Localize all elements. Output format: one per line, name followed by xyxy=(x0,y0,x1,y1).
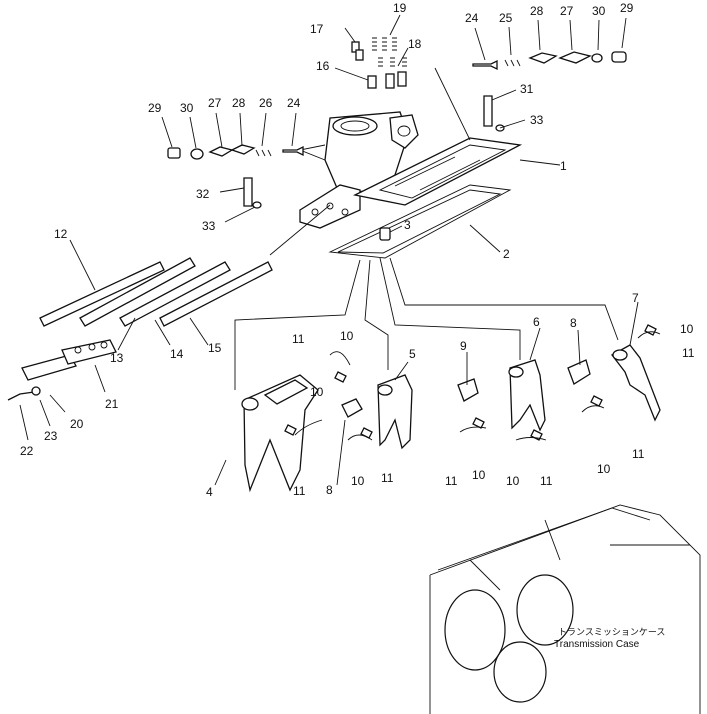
callout-12: 12 xyxy=(54,227,68,241)
shift-rail-12 xyxy=(39,261,165,327)
transmission-case xyxy=(429,504,701,714)
shift-lever-housing xyxy=(298,111,419,229)
shift-fork-5 xyxy=(377,374,413,450)
case-label-japanese: トランスミッションケース xyxy=(558,627,665,637)
dowel-pin xyxy=(379,227,391,241)
callout-labels: 1 2 3 4 5 6 7 8 8 9 10 10 10 10 10 10 10… xyxy=(20,1,695,499)
callout-8a: 8 xyxy=(326,483,333,497)
callout-30b: 30 xyxy=(180,101,194,115)
shift-rail-13 xyxy=(79,257,196,327)
callout-27b: 27 xyxy=(208,96,222,110)
interlock-pins xyxy=(351,41,364,61)
callout-4: 4 xyxy=(206,485,213,499)
callout-13: 13 xyxy=(110,351,124,365)
callout-10g: 10 xyxy=(680,322,694,336)
callout-29b: 29 xyxy=(148,101,162,115)
case-label-english: Transmission Case xyxy=(554,639,640,650)
callout-28b: 28 xyxy=(232,96,246,110)
callout-23: 23 xyxy=(44,429,58,443)
callout-11a: 11 xyxy=(292,332,305,346)
left-plug-assembly xyxy=(167,144,304,160)
callout-19: 19 xyxy=(393,1,407,15)
callout-11d: 11 xyxy=(445,474,458,488)
callout-leaders xyxy=(19,14,639,486)
callout-33a: 33 xyxy=(530,113,544,127)
shift-blocks xyxy=(263,359,591,418)
callout-9: 9 xyxy=(460,339,467,353)
detent-springs xyxy=(372,37,407,67)
shift-rail-14 xyxy=(119,261,231,327)
shift-fork-7 xyxy=(611,344,661,422)
shift-fork-6 xyxy=(508,359,546,432)
callout-30a: 30 xyxy=(592,4,606,18)
lock-wires xyxy=(294,331,661,441)
callout-15: 15 xyxy=(208,341,222,355)
callout-10d: 10 xyxy=(472,468,486,482)
assembly-leader-lines xyxy=(234,67,619,390)
callout-10a: 10 xyxy=(340,329,354,343)
gasket xyxy=(328,184,512,259)
callout-5: 5 xyxy=(409,347,416,361)
callout-10b: 10 xyxy=(310,385,324,399)
callout-11e: 11 xyxy=(540,474,553,488)
callout-17: 17 xyxy=(310,22,324,36)
transmission-case-caption: トランスミッションケース Transmission Case xyxy=(554,627,665,650)
callout-3: 3 xyxy=(404,218,411,232)
shift-rail-15 xyxy=(159,261,273,327)
callout-29a: 29 xyxy=(620,1,634,15)
callout-11b: 11 xyxy=(293,484,306,498)
callout-11g: 11 xyxy=(682,346,695,360)
callout-27a: 27 xyxy=(560,4,574,18)
shift-fork-4 xyxy=(241,374,319,493)
callout-25: 25 xyxy=(499,11,513,25)
set-screws xyxy=(284,324,657,441)
callout-10e: 10 xyxy=(506,474,520,488)
callout-24a: 24 xyxy=(465,11,479,25)
shift-rails xyxy=(39,257,273,327)
detent-balls xyxy=(367,71,407,89)
callout-33b: 33 xyxy=(202,219,216,233)
side-cover-plates xyxy=(7,339,117,401)
callout-21: 21 xyxy=(105,397,119,411)
callout-7: 7 xyxy=(632,291,639,305)
callout-1: 1 xyxy=(560,159,567,173)
callout-22: 22 xyxy=(20,444,34,458)
callout-18: 18 xyxy=(408,37,422,51)
callout-26: 26 xyxy=(259,96,273,110)
callout-10c: 10 xyxy=(351,474,365,488)
callout-31: 31 xyxy=(520,82,534,96)
callout-14: 14 xyxy=(170,347,184,361)
callout-28a: 28 xyxy=(530,4,544,18)
right-plug-assembly xyxy=(472,51,627,71)
callout-11c: 11 xyxy=(381,471,394,485)
callout-10f: 10 xyxy=(597,462,611,476)
callout-11f: 11 xyxy=(632,447,645,461)
callout-6: 6 xyxy=(533,315,540,329)
callout-2: 2 xyxy=(503,247,510,261)
callout-20: 20 xyxy=(70,417,84,431)
callout-24b: 24 xyxy=(287,96,301,110)
callout-16: 16 xyxy=(316,59,330,73)
cover-plate xyxy=(353,137,523,206)
callout-32: 32 xyxy=(196,187,210,201)
callout-8b: 8 xyxy=(570,316,577,330)
